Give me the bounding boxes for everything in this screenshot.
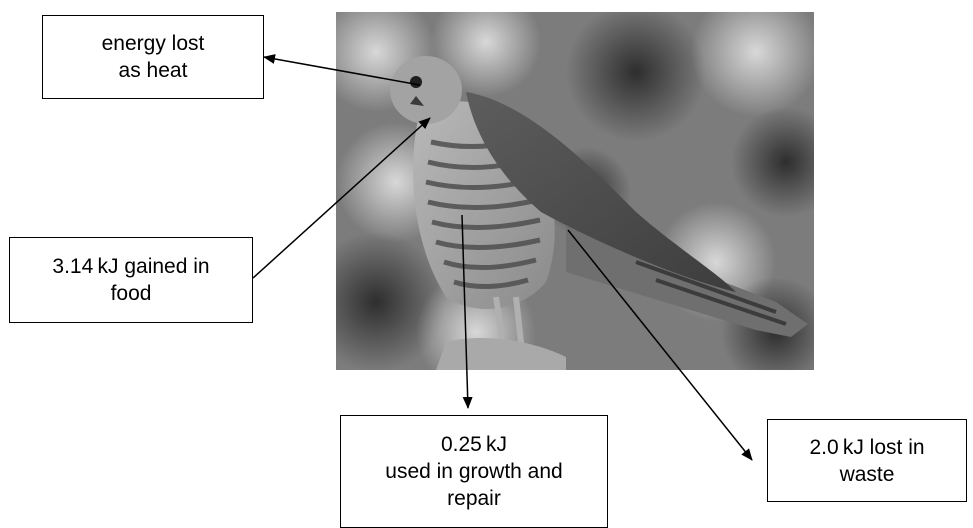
label-waste-line-2: waste — [839, 462, 895, 486]
label-energy-lost-as-heat: energy lost as heat — [42, 15, 264, 99]
label-food-line-1: 3.14 kJ gained in — [52, 255, 210, 278]
label-growth-line-1: 0.25 kJ — [440, 433, 508, 456]
label-food-line-2: food — [110, 282, 152, 305]
label-heat-line-2: as heat — [118, 59, 188, 82]
label-used-in-growth-and-repair: 0.25 kJ used in growth and repair — [340, 415, 608, 528]
label-growth-line-3: repair — [447, 487, 501, 510]
label-waste-line-1: 2.0 kJ lost in — [809, 435, 925, 459]
label-lost-in-waste: 2.0 kJ lost in waste — [767, 419, 967, 502]
label-gained-in-food: 3.14 kJ gained in food — [9, 237, 253, 323]
label-heat-line-1: energy lost — [101, 32, 205, 55]
label-growth-line-2: used in growth and — [385, 460, 563, 483]
bird-photo — [336, 12, 814, 370]
